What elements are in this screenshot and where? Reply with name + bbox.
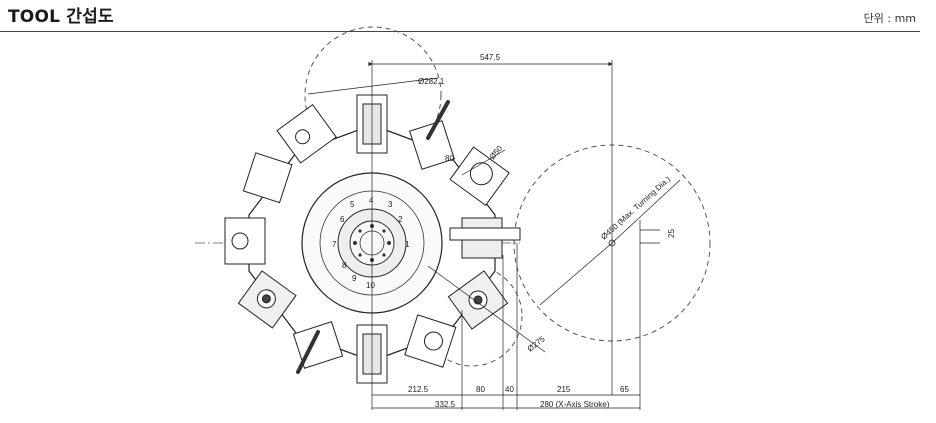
turret-number: 1 [405, 240, 410, 249]
turret-number: 8 [342, 261, 347, 270]
header-rule [0, 31, 920, 32]
dim-top-width: 547.5 [480, 53, 501, 62]
turret-number: 2 [398, 215, 403, 224]
dim-dia-top: Ø282.1 [418, 77, 445, 86]
dim-332-5: 332.5 [435, 400, 456, 409]
dim-b80: 80 [476, 385, 485, 394]
turret-number: 7 [332, 240, 337, 249]
dim-40: 40 [505, 385, 514, 394]
drill-tools [296, 100, 450, 374]
turret-number: 6 [340, 215, 345, 224]
dim-212-5: 212.5 [408, 385, 429, 394]
turret-number: 9 [352, 274, 357, 283]
tool-holder-left-upper [242, 152, 293, 204]
dim-max-turning: Ø450 (Max. Turning Dia.) [599, 174, 672, 241]
dim-25: 25 [667, 229, 676, 238]
dim-215: 215 [557, 385, 571, 394]
unit-label: 단위 : mm [863, 12, 916, 25]
turret-number: 3 [388, 200, 393, 209]
turret-number: 4 [369, 196, 374, 205]
tool-circle-top [304, 26, 442, 164]
page-title: TOOL 간섭도 [8, 7, 114, 27]
dim-dia-275: Ø275 [526, 334, 547, 353]
boring-bar-right [449, 227, 521, 241]
dim-dia-50: Ø50 [488, 143, 505, 161]
dimension-lines [307, 60, 681, 410]
dim-x-axis-stroke: 280 (X-Axis Stroke) [540, 400, 610, 409]
turret-number-labels: 1 2 3 4 5 6 7 8 9 10 [332, 196, 410, 290]
center-mark [608, 239, 616, 247]
dim-65: 65 [620, 385, 629, 394]
tool-holder-right-upper [409, 120, 455, 170]
turret-number: 5 [350, 200, 355, 209]
turret-number: 10 [366, 281, 375, 290]
dim-80: 80 [445, 154, 454, 163]
